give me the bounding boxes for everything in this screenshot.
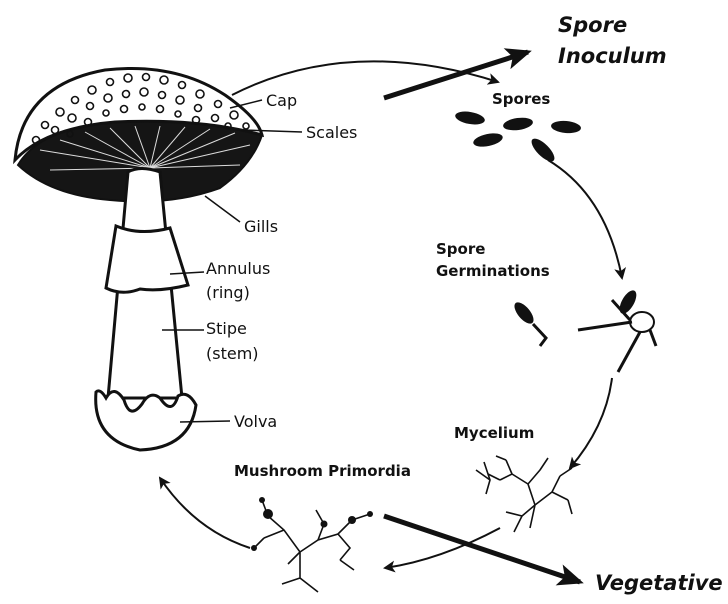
volva-label: Volva — [234, 412, 277, 431]
vegetative-label: Vegetative — [595, 571, 723, 595]
annulus-alt-label: (ring) — [206, 283, 250, 302]
vegetative-arrow — [384, 516, 580, 582]
arrow-to-mycelium — [570, 378, 612, 468]
gills-label: Gills — [244, 217, 278, 236]
germination-label-line2: Germinations — [436, 262, 550, 280]
cap-label: Cap — [266, 91, 297, 110]
stipe-alt-label: (stem) — [206, 344, 259, 363]
arrow-to-germination — [548, 160, 622, 278]
annulus-shape — [106, 226, 188, 292]
stipe-label: Stipe — [206, 319, 247, 338]
primordia-cluster — [251, 497, 373, 592]
spore-inoculum-label-line1: Spore — [558, 13, 627, 37]
arrow-to-mushroom — [160, 478, 250, 548]
germinating-spores — [511, 288, 656, 372]
arrow-to-spores — [232, 61, 498, 95]
spore-inoculum-label-line2: Inoculum — [558, 44, 667, 68]
germination-label-line1: Spore — [436, 240, 485, 258]
spores-label: Spores — [492, 90, 550, 108]
volva-shape — [96, 391, 196, 450]
scales-label: Scales — [306, 123, 357, 142]
annulus-label: Annulus — [206, 259, 270, 278]
primordia-label: Mushroom Primordia — [234, 462, 411, 480]
mycelium-label: Mycelium — [454, 424, 534, 442]
mycelium-network — [476, 456, 572, 532]
spores-cluster — [454, 109, 581, 164]
